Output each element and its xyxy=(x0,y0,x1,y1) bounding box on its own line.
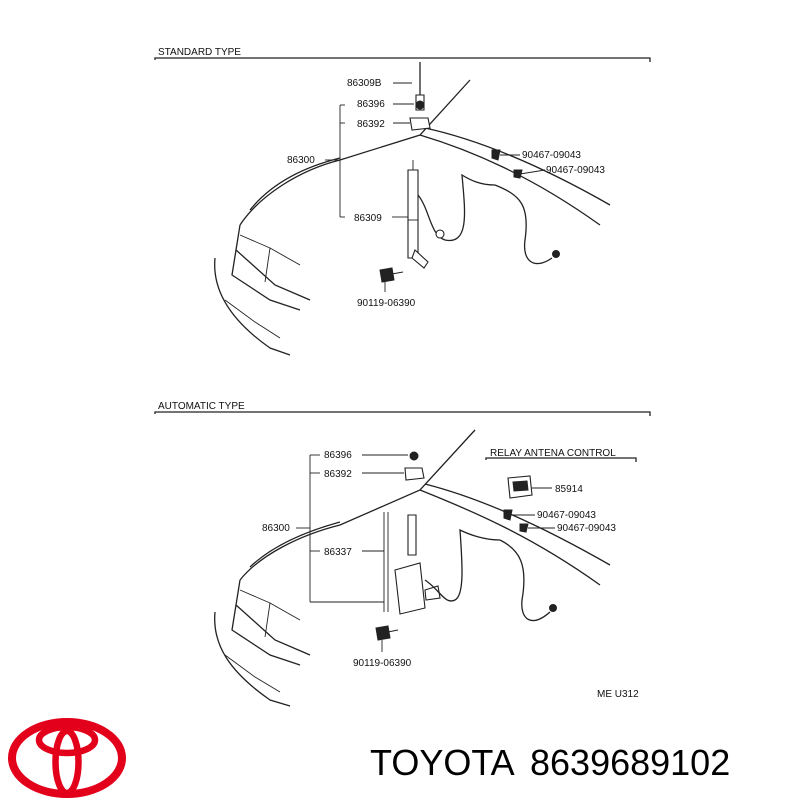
automatic-type-section: AUTOMATIC TYPE RELAY ANTENA CONTROL xyxy=(154,401,651,707)
standard-86309-mast xyxy=(407,169,419,259)
automatic-label-86396: 86396 xyxy=(324,450,352,461)
standard-label-86309B: 86309B xyxy=(347,78,382,89)
automatic-leaders xyxy=(296,454,555,652)
standard-86396-nut xyxy=(415,100,425,110)
standard-frame-line xyxy=(154,57,651,62)
standard-antenna-parts xyxy=(379,62,560,283)
automatic-clip-a xyxy=(503,509,513,521)
automatic-label-85914: 85914 xyxy=(555,484,583,495)
relay-frame-line xyxy=(485,457,637,462)
automatic-frame-line xyxy=(154,411,651,416)
automatic-label-90467-a: 90467-09043 xyxy=(537,510,596,521)
standard-type-title: STANDARD TYPE xyxy=(158,47,241,58)
standard-label-86300: 86300 xyxy=(287,155,315,166)
logo-horizontal-ellipse xyxy=(35,723,99,757)
automatic-clip-b xyxy=(519,523,529,533)
toyota-logo xyxy=(8,718,126,798)
standard-label-86392: 86392 xyxy=(357,119,385,130)
standard-label-86396: 86396 xyxy=(357,99,385,110)
automatic-bolt xyxy=(375,625,391,641)
standard-label-90467-b: 90467-09043 xyxy=(546,165,605,176)
automatic-antenna-parts xyxy=(375,451,557,641)
standard-86392-pad xyxy=(409,117,431,131)
automatic-86337-motor xyxy=(394,562,426,615)
standard-type-section: STANDARD TYPE xyxy=(154,47,651,356)
automatic-86392-pad xyxy=(404,467,425,481)
brand-name: TOYOTA xyxy=(370,742,515,783)
relay-antenna-control-title: RELAY ANTENA CONTROL xyxy=(490,448,616,459)
standard-label-90467-a: 90467-09043 xyxy=(522,150,581,161)
standard-leaders xyxy=(325,82,546,292)
automatic-86396-nut xyxy=(409,451,419,461)
automatic-label-86337: 86337 xyxy=(324,547,352,558)
standard-label-90119: 90119-06390 xyxy=(357,298,416,309)
automatic-label-90119: 90119-06390 xyxy=(353,658,412,669)
brand-part-number: 8639689102 xyxy=(530,742,730,783)
diagram-reference-code: ME U312 xyxy=(597,689,639,700)
automatic-label-86392: 86392 xyxy=(324,469,352,480)
standard-bolt xyxy=(379,267,395,283)
automatic-type-title: AUTOMATIC TYPE xyxy=(158,401,245,412)
logo-vertical-ellipse xyxy=(52,727,82,797)
automatic-label-86300: 86300 xyxy=(262,523,290,534)
standard-clip-a xyxy=(491,149,501,161)
automatic-car-body xyxy=(214,429,611,707)
automatic-label-90467-b: 90467-09043 xyxy=(557,523,616,534)
standard-label-86309: 86309 xyxy=(354,213,382,224)
standard-clip-b xyxy=(513,169,523,179)
